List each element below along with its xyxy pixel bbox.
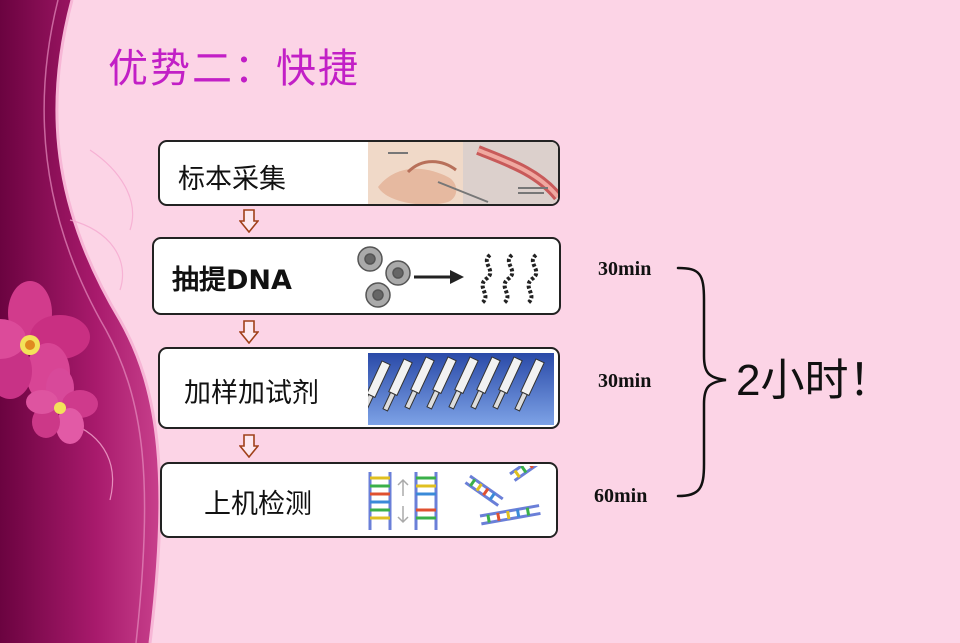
dna-detection-illustration	[360, 466, 556, 536]
step-machine-detection: 上机检测	[160, 462, 558, 538]
total-time-label: 2小时！	[736, 356, 893, 405]
time-label: 30min	[598, 370, 652, 392]
step-dna-extraction: 抽提DNA	[152, 237, 561, 315]
flower-small	[26, 368, 98, 444]
time-label: 60min	[594, 485, 648, 507]
down-arrow-icon	[239, 434, 259, 458]
decorative-flower-panel	[0, 0, 162, 643]
step-label: 上机检测	[204, 489, 312, 520]
step-add-sample-reagent: 加样加试剂	[158, 347, 560, 429]
curly-brace-icon	[676, 266, 727, 498]
slide-title: 优势二：快捷	[108, 46, 360, 92]
step-specimen-collection: 标本采集	[158, 140, 560, 206]
step-label: 抽提DNA	[172, 265, 292, 296]
flower-large	[0, 281, 90, 403]
dna-extraction-illustration	[352, 245, 550, 311]
step-label: 加样加试剂	[184, 378, 319, 409]
down-arrow-icon	[239, 320, 259, 344]
specimen-collection-illustration	[368, 142, 558, 204]
pipettes-illustration	[368, 353, 554, 425]
time-label: 30min	[598, 258, 652, 280]
down-arrow-icon	[239, 209, 259, 233]
step-label: 标本采集	[178, 164, 286, 195]
